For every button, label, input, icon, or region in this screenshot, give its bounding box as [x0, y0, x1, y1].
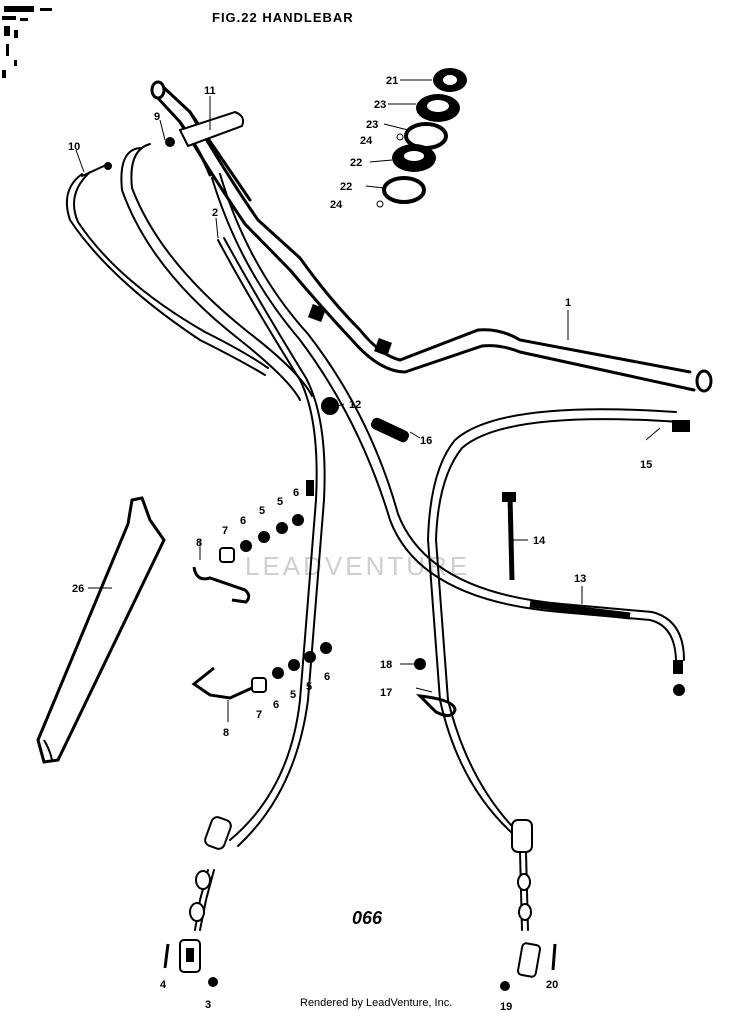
callout-8a: 8 — [196, 537, 202, 549]
clip-part-17 — [415, 694, 457, 717]
tool-part-26 — [36, 496, 166, 764]
steering-bearing-set — [376, 68, 467, 208]
callout-22a: 22 — [350, 157, 362, 169]
left-cables — [66, 137, 313, 401]
footer-credit: Rendered by LeadVenture, Inc. — [300, 997, 452, 1009]
callout-19: 19 — [500, 1001, 512, 1013]
callout-labels: 1 2 3 4 5 5 5 5 6 6 6 6 7 7 8 8 9 10 11 … — [68, 75, 652, 1013]
callout-5b: 5 — [277, 496, 283, 508]
throttle-cables — [163, 237, 326, 987]
callout-5d: 5 — [306, 681, 312, 693]
callout-3: 3 — [205, 999, 211, 1011]
callout-23a: 23 — [374, 99, 386, 111]
callout-12: 12 — [349, 399, 361, 411]
callout-2: 2 — [212, 207, 218, 219]
callout-7b: 7 — [256, 709, 262, 721]
figure-title: FIG.22 HANDLEBAR — [212, 10, 354, 25]
callout-6c: 6 — [273, 699, 279, 711]
callout-21: 21 — [386, 75, 398, 87]
callout-24b: 24 — [330, 199, 343, 211]
callout-15: 15 — [640, 459, 652, 471]
callout-7a: 7 — [222, 525, 228, 537]
callout-8b: 8 — [223, 727, 229, 739]
callout-17: 17 — [380, 687, 392, 699]
callout-1: 1 — [565, 297, 571, 309]
callout-13: 13 — [574, 573, 586, 585]
callout-5a: 5 — [259, 505, 265, 517]
grommet-part-12 — [321, 397, 339, 415]
callout-18: 18 — [380, 659, 392, 671]
callout-14: 14 — [533, 535, 546, 547]
scan-noise — [2, 6, 52, 78]
clutch-cables — [211, 173, 690, 991]
pin-part-14 — [502, 492, 516, 581]
callout-9: 9 — [154, 111, 160, 123]
callout-6d: 6 — [324, 671, 330, 683]
callout-24a: 24 — [360, 135, 373, 147]
page-number: 066 — [352, 908, 383, 928]
grip-part-11 — [178, 110, 245, 148]
callout-16: 16 — [420, 435, 432, 447]
spring-part-16 — [370, 417, 410, 443]
callout-23b: 23 — [366, 119, 378, 131]
leader-lines — [75, 79, 661, 722]
callout-20: 20 — [546, 979, 558, 991]
callout-5c: 5 — [290, 689, 296, 701]
callout-11: 11 — [204, 85, 216, 97]
callout-26: 26 — [72, 583, 84, 595]
callout-10: 10 — [68, 141, 80, 153]
callout-6b: 6 — [293, 487, 299, 499]
callout-22b: 22 — [340, 181, 352, 193]
callout-4: 4 — [160, 979, 167, 991]
lower-adjuster-set — [191, 642, 332, 700]
upper-adjuster-set — [192, 514, 304, 604]
bolt-part-18 — [414, 658, 426, 670]
callout-6a: 6 — [240, 515, 246, 527]
